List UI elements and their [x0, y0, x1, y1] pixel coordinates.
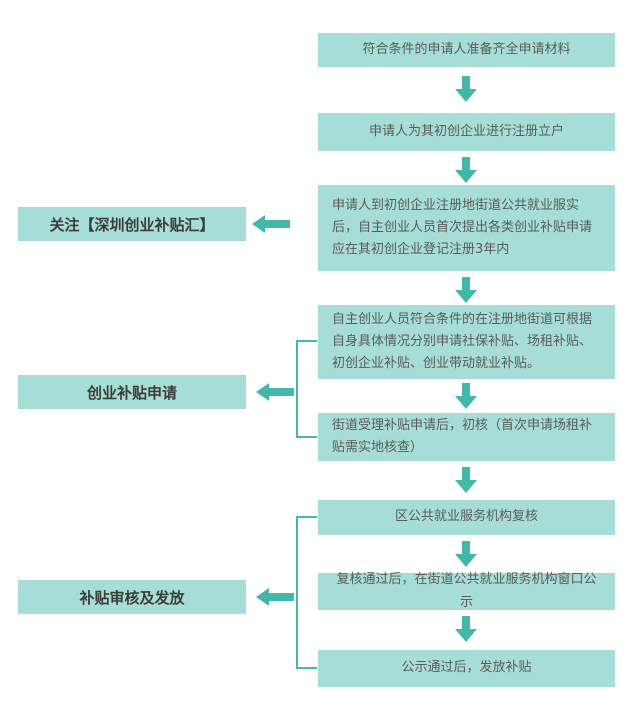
flow-step-2: 申请人为其初创企业进行注册立户	[318, 113, 615, 151]
arrow-stem	[462, 157, 470, 170]
arrow-head	[455, 629, 477, 642]
flow-step-3: 申请人到初创企业注册地街道公共就业服实后，自主创业人员首次提出各类创业补贴申请应…	[318, 185, 615, 271]
arrow-down-icon	[455, 157, 477, 183]
arrow-stem	[462, 616, 470, 629]
arrow-stem	[462, 76, 470, 89]
arrow-down-icon	[455, 277, 477, 303]
arrow-left-icon	[256, 383, 294, 401]
arrow-head	[252, 215, 265, 233]
arrow-down-icon	[455, 616, 477, 642]
side-label-wechat-follow: 关注【深圳创业补贴汇】	[18, 207, 246, 241]
side-label-subsidy-application: 创业补贴申请	[18, 375, 246, 409]
arrow-head	[256, 383, 269, 401]
bracket-connector-application	[296, 340, 317, 438]
arrow-tail	[269, 388, 294, 396]
flow-step-8: 公示通过后，发放补贴	[318, 650, 615, 687]
arrow-head	[455, 290, 477, 303]
side-label-review-and-grant: 补贴审核及发放	[18, 580, 246, 614]
arrow-head	[455, 396, 477, 409]
flow-step-5: 街道受理补贴申请后，初核（首次申请场租补贴需实地核查）	[318, 413, 615, 461]
arrow-stem	[462, 383, 470, 396]
arrow-tail	[265, 220, 290, 228]
arrow-left-icon	[252, 215, 290, 233]
arrow-head	[455, 554, 477, 567]
flow-step-1: 符合条件的申请人准备齐全申请材料	[318, 33, 615, 67]
arrow-tail	[269, 593, 294, 601]
flow-step-7: 复核通过后，在街道公共就业服务机构窗口公示	[318, 572, 615, 610]
arrow-stem	[462, 467, 470, 480]
bracket-connector-review	[296, 516, 317, 669]
arrow-down-icon	[455, 467, 477, 493]
flow-step-4: 自主创业人员符合条件的在注册地街道可根据自身具体情况分别申请社保补贴、场租补贴、…	[318, 305, 615, 379]
arrow-head	[455, 89, 477, 102]
arrow-down-icon	[455, 383, 477, 409]
arrow-down-icon	[455, 76, 477, 102]
arrow-left-icon	[256, 588, 294, 606]
arrow-stem	[462, 541, 470, 554]
arrow-head	[256, 588, 269, 606]
arrow-stem	[462, 277, 470, 290]
flow-step-6: 区公共就业服务机构复核	[318, 500, 615, 535]
arrow-down-icon	[455, 541, 477, 567]
arrow-head	[455, 480, 477, 493]
arrow-head	[455, 170, 477, 183]
